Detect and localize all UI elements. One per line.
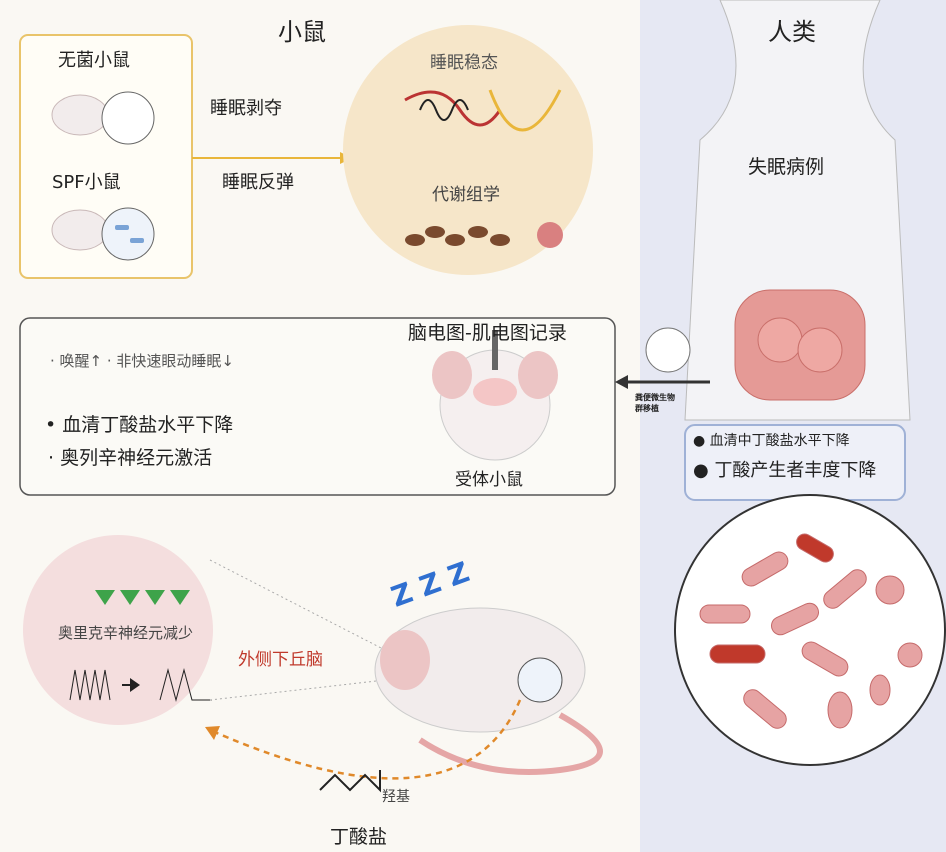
firing-trace-before — [69, 669, 111, 701]
recipient-mouse-icon — [432, 330, 558, 461]
human-finding-serum: ● 血清中丁酸盐水平下降 — [693, 433, 850, 449]
eeg-wave-icon — [404, 90, 502, 127]
arrow-right-icon — [130, 678, 140, 692]
human-finding-producers: ● 丁酸产生者丰度下降 — [693, 460, 877, 481]
eeg-emg-label: 脑电图-肌电图记录 — [408, 322, 567, 344]
firing-trace-after — [159, 668, 212, 702]
mouse-section-title: 小鼠 — [278, 18, 326, 46]
sleep-deprivation-label: 睡眠剥夺 — [210, 98, 282, 119]
orexin-decrease-label: 奥里克辛神经元减少 — [58, 624, 194, 642]
orexin-neuron-icons — [95, 590, 190, 605]
bacteria-icons — [699, 533, 923, 729]
metabolomics-label: 代谢组学 — [432, 185, 500, 205]
germ-free-label: 无菌小鼠 — [58, 50, 130, 71]
sleep-homeostasis-label: 睡眠稳态 — [430, 53, 498, 73]
spf-mouse-icon — [51, 207, 155, 261]
butyrate-arrow — [209, 699, 522, 780]
human-section-title: 人类 — [768, 18, 816, 46]
intestine-icon — [734, 289, 866, 401]
tissue-icon — [537, 222, 563, 248]
finding-serum-butyrate: • 血清丁酸盐水平下降 — [45, 414, 234, 436]
sleeping-mouse-icon — [374, 607, 603, 775]
butyrate-label: 丁酸盐 — [330, 826, 388, 848]
germ-free-mouse-icon — [51, 91, 155, 145]
butyrate-structure-icon — [319, 770, 381, 793]
finding-orexin-activation: · 奥列辛神经元激活 — [48, 447, 213, 469]
insomnia-cases-label: 失眠病例 — [748, 156, 825, 178]
analysis-circle — [343, 25, 593, 275]
microbe-sample-icon — [645, 327, 691, 373]
sleep-rebound-label: 睡眠反弹 — [222, 172, 294, 193]
fmt-label: 粪便微生物群移植 — [635, 393, 675, 413]
spf-label: SPF小鼠 — [52, 172, 121, 193]
lateral-hypothalamus-label: 外侧下丘脑 — [238, 650, 323, 670]
recipient-mouse-label: 受体小鼠 — [455, 470, 523, 490]
hydroxyl-label: 羟基 — [382, 789, 410, 805]
phenotype-line: · 唤醒↑ · 非快速眼动睡眠↓ — [50, 352, 234, 370]
feces-icon — [405, 226, 510, 246]
